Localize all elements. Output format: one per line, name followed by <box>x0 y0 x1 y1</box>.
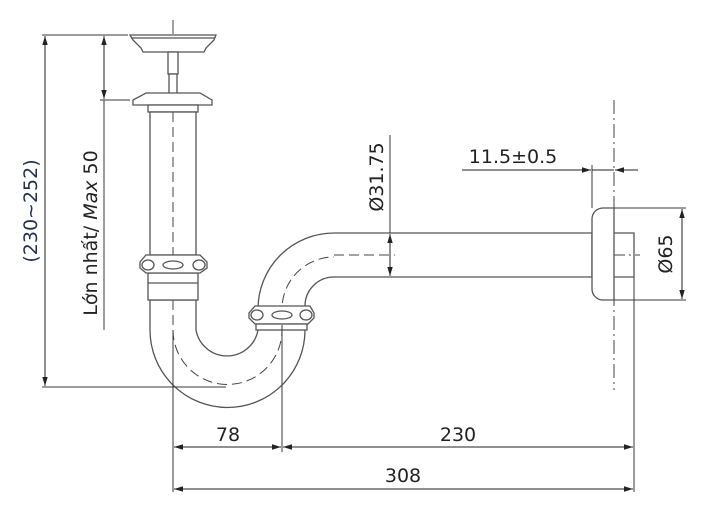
basin-flange <box>132 92 213 106</box>
horizontal-pipe <box>257 232 593 319</box>
flange-collar <box>147 104 199 113</box>
upper-nut <box>139 254 208 274</box>
total-length-label: 308 <box>385 465 421 487</box>
wall-distance-label: 230 <box>440 424 476 446</box>
flange-thickness-label: 11.5±0.5 <box>469 146 557 168</box>
wall-flange <box>591 207 615 301</box>
flange-diameter-label: Ø65 <box>655 234 677 273</box>
max-length-label: Lớn nhất/ Max 50 <box>80 150 102 315</box>
offset-label: 78 <box>216 424 240 446</box>
lower-sleeve <box>147 272 199 301</box>
pipe-diameter-label: Ø31.75 <box>366 142 388 211</box>
strainer <box>128 34 217 101</box>
total-height-label: (230~252) <box>20 159 42 262</box>
